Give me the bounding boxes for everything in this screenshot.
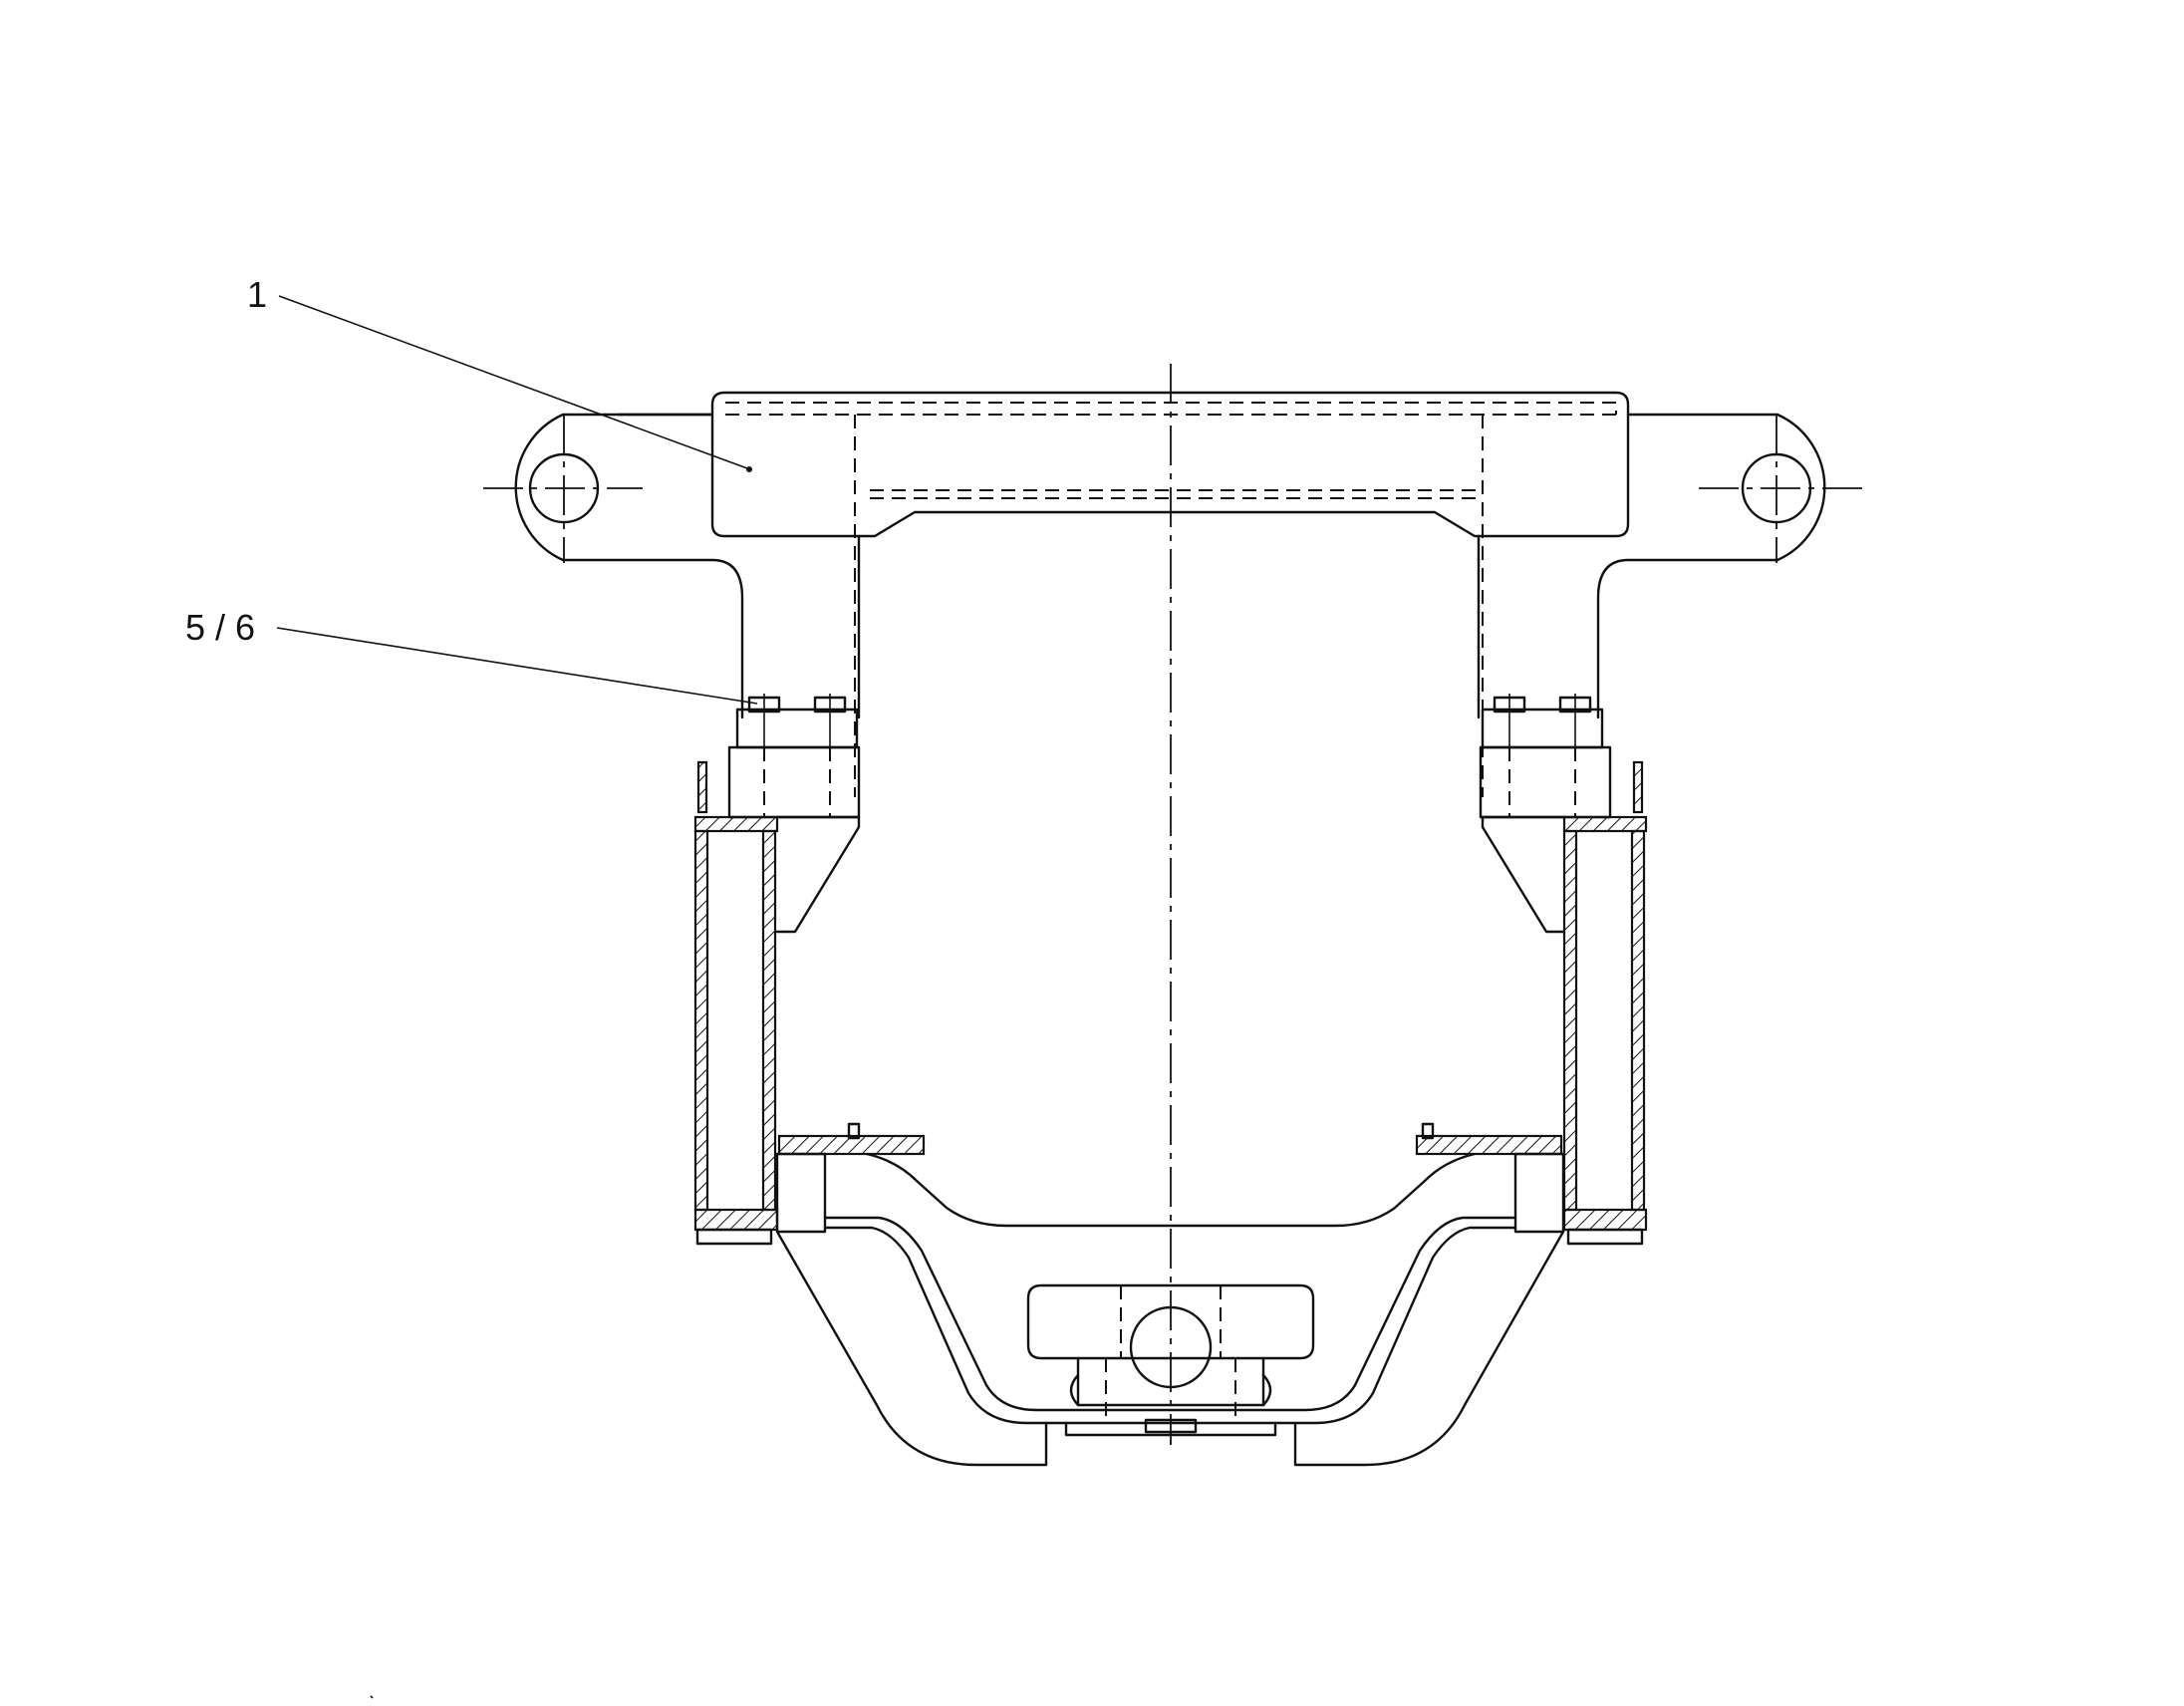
- right-housing-wall: [1481, 760, 1648, 1246]
- left-bolt-group: [727, 694, 861, 819]
- bearing-pin: [1129, 1305, 1213, 1389]
- left-housing-wall: [693, 760, 861, 1246]
- callout-1: 1: [247, 274, 752, 472]
- lifting-yoke: [483, 391, 1863, 797]
- callout-5-6: 5 / 6: [185, 607, 758, 705]
- right-bolt-group: [1479, 694, 1612, 819]
- callout-label-1: 1: [247, 274, 267, 315]
- bottom-cradle: [775, 1122, 1565, 1467]
- callout-label-5-6: 5 / 6: [185, 607, 255, 648]
